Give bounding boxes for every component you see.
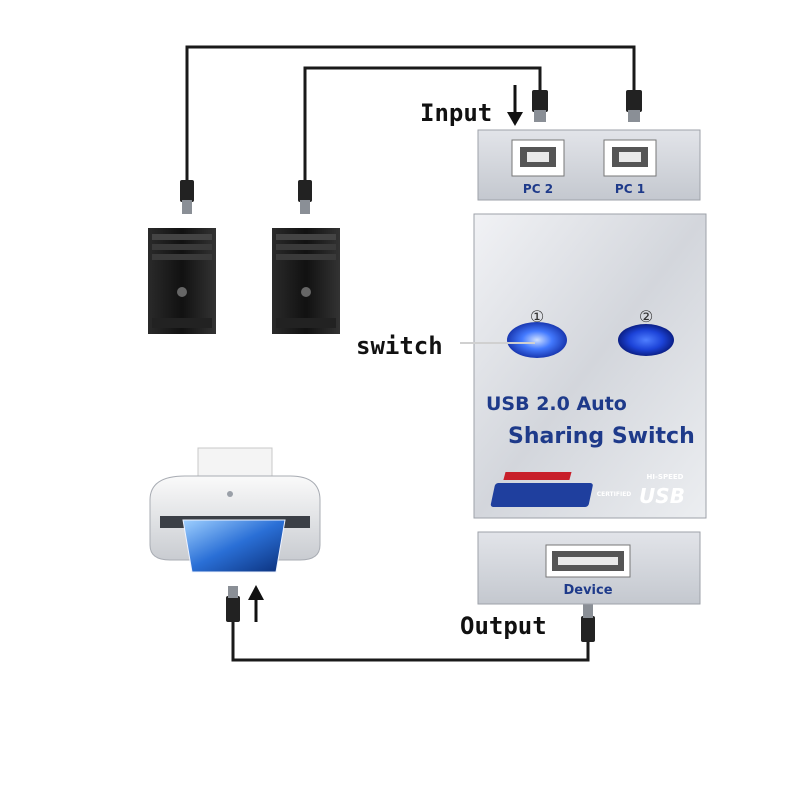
usb-logo-certified: CERTIFIED [597,491,632,498]
led-1-number: ① [530,307,544,326]
pc1-port-label: PC 1 [615,182,645,196]
input-label: Input [420,99,492,127]
switch-label: switch [356,332,443,360]
led-2 [618,324,674,356]
usb-a-plug-left [180,180,194,214]
pc1-port [603,139,657,177]
usb-a-plug-right [298,180,312,214]
input-port-block [477,129,701,201]
title-line-1: USB 2.0 Auto [486,393,627,415]
computer-tower-right [272,228,340,334]
usb-b-plug-pc1 [626,90,642,122]
output-arrow [248,585,264,622]
led-2-number: ② [639,307,653,326]
printer [149,447,321,573]
output-port-block [477,531,701,605]
device-port [545,544,631,578]
cable-output [231,620,590,662]
usb-a-plug-device [581,604,595,642]
computer-tower-left [148,228,216,334]
pc2-port-label: PC 2 [523,182,553,196]
usb-b-plug-pc2 [532,90,548,122]
usb-b-plug-printer [226,586,240,622]
usb-logo-hi-speed: HI-SPEED [647,473,684,481]
input-arrow [507,85,523,126]
title-line-2: Sharing Switch [508,424,695,449]
switch-body [473,213,707,519]
usb-logo-text: USB [639,484,685,508]
cable-pc1 [185,45,636,182]
device-port-label: Device [563,583,612,598]
usb-certified-logo [490,472,593,507]
led-1 [507,322,567,358]
output-label: Output [460,612,547,640]
pc2-port [511,139,565,177]
cable-pc2 [303,66,542,182]
